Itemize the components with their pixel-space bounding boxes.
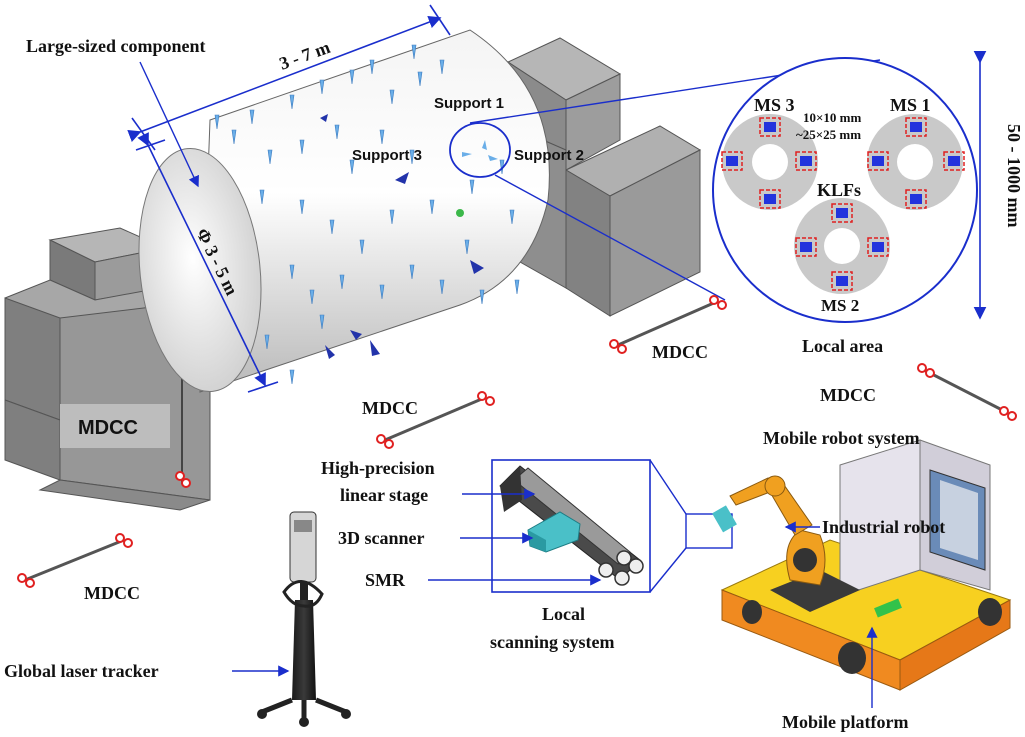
linear-stage-label-2: linear stage (340, 485, 428, 505)
mobile-platform-label: Mobile platform (782, 712, 908, 732)
klf-target (943, 151, 965, 171)
inset-link-bottom (649, 547, 687, 593)
mdcc-bar-right-mid (609, 295, 727, 354)
klf-target (867, 237, 889, 257)
klf-target (831, 271, 853, 291)
large-component-cylinder (138, 29, 550, 393)
large-component-arrow (139, 61, 199, 188)
mdcc-center-label: MDCC (362, 398, 418, 418)
mdcc-box-label: MDCC (78, 417, 138, 439)
inset-link-top (649, 459, 687, 515)
klf-target (759, 117, 781, 137)
klf-target (867, 151, 889, 171)
klfs-label: KLFs (817, 180, 861, 200)
klf-target (905, 189, 927, 209)
klf-targets (721, 117, 965, 291)
support3-label: Support 3 (352, 147, 422, 164)
mobile-robot-system-label: Mobile robot system (763, 428, 920, 448)
klf-target (721, 151, 743, 171)
mdcc-right-label: MDCC (820, 385, 876, 405)
support1-label: Support 1 (434, 95, 504, 112)
large-component-label: Large-sized component (26, 36, 205, 56)
local-area-marker (449, 122, 511, 178)
length-dimension-label: 3 - 7 m (277, 37, 333, 74)
local-range-label: 50 - 1000 mm (1004, 124, 1024, 227)
local-scanning-label-2: scanning system (490, 632, 615, 652)
klf-target (905, 117, 927, 137)
industrial-robot-label: Industrial robot (822, 517, 945, 537)
klf-target (759, 189, 781, 209)
ms1-label: MS 1 (890, 95, 931, 115)
smr-targets (598, 550, 644, 586)
local-scanning-label-1: Local (542, 604, 585, 624)
mdcc-bottom-left-label: MDCC (84, 583, 140, 603)
smr-label: SMR (365, 570, 406, 590)
ms2-ring (794, 198, 890, 294)
support-feature-cones (462, 140, 498, 161)
end-effector-marker (685, 513, 733, 549)
klf-target (795, 237, 817, 257)
laser-tracker-label: Global laser tracker (4, 661, 159, 681)
laser-tracker (257, 511, 351, 727)
klf-target (831, 203, 853, 223)
ms3-label: MS 3 (754, 95, 795, 115)
zoom-line-bottom (494, 174, 726, 301)
ms2-label: MS 2 (821, 296, 859, 315)
mdcc-bar-bottom-left (17, 533, 133, 588)
scanner-3d-label: 3D scanner (338, 528, 425, 548)
klf-target (795, 151, 817, 171)
support2-label: Support 2 (514, 147, 584, 164)
ms1-ring (867, 114, 963, 210)
robot-cabinet (839, 439, 991, 597)
mdcc-box-label-bg (60, 404, 170, 448)
size-large-label: ~25×25 mm (796, 127, 861, 142)
linear-stage-label-1: High-precision (321, 458, 435, 478)
ms3-ring (722, 114, 818, 210)
diameter-dimension (135, 132, 279, 393)
industrial-robot (712, 475, 860, 612)
size-small-label: 10×10 mm (803, 110, 861, 125)
mdcc-bar-center (376, 391, 495, 449)
local-area-label: Local area (802, 336, 883, 356)
mdcc-right-mid-label: MDCC (652, 342, 708, 362)
mdcc-bar-right (917, 363, 1017, 421)
